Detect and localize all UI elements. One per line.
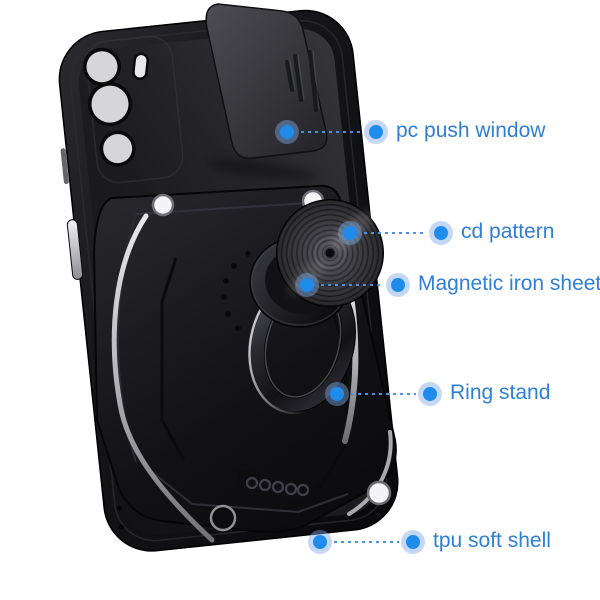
callout-dot-product	[280, 125, 294, 139]
callout-dashed-line	[334, 541, 399, 543]
screw-hole-bottom-left	[209, 504, 237, 532]
armor-facet-hex-right	[318, 299, 350, 489]
callout-dot-label	[423, 387, 437, 401]
callout-dashed-line	[301, 131, 362, 133]
side-edge-groove	[60, 148, 69, 185]
callout-cd-pattern: cd pattern	[343, 220, 555, 245]
panel-body	[205, 3, 328, 159]
callout-dot-label	[391, 278, 405, 292]
callout-dot-product	[313, 535, 327, 549]
flash-cutout	[132, 52, 149, 81]
callout-dot-label	[406, 535, 420, 549]
callout-tpu-soft-shell: tpu soft shell	[313, 529, 551, 554]
armor-facet-bottom	[151, 471, 349, 514]
rivet-dots	[221, 251, 251, 331]
silver-accent-bottom-right	[347, 430, 393, 516]
callout-label: Magnetic iron sheet	[418, 272, 600, 295]
callout-label: tpu soft shell	[433, 529, 551, 552]
side-button-slot	[66, 219, 84, 280]
callout-dashed-line	[364, 232, 427, 234]
callout-dot-product	[343, 226, 357, 240]
callout-magnetic-iron-sheet: Magnetic iron sheet	[300, 272, 600, 297]
port-cutout-1	[116, 505, 122, 511]
panel-grip-highlights	[289, 50, 320, 110]
callout-dot-label	[434, 226, 448, 240]
screw-holes	[151, 189, 392, 532]
camera-lens-3	[103, 134, 133, 164]
disc-center-ring	[314, 237, 346, 269]
callout-label: pc push window	[396, 119, 546, 142]
callout-dot-product	[300, 278, 314, 292]
callout-dot-product	[330, 387, 344, 401]
callout-dashed-line	[351, 393, 416, 395]
slide-cover-panel	[205, 3, 328, 182]
screw-hole-bottom-right	[366, 480, 392, 506]
camera-lens-1	[86, 51, 118, 83]
panel-grip-lines	[285, 50, 318, 112]
grip-texture	[236, 470, 312, 500]
callout-dashed-line	[321, 284, 384, 286]
disc-center	[324, 247, 336, 259]
silver-accent-left	[111, 213, 215, 543]
screw-hole-top-left	[151, 193, 175, 217]
callout-label: Ring stand	[450, 381, 551, 404]
port-cutout-2	[118, 524, 124, 530]
callout-ring-stand: Ring stand	[330, 381, 551, 406]
panel-shadow	[207, 158, 317, 182]
armor-facet-hex-left	[160, 257, 186, 461]
callout-label: cd pattern	[461, 220, 555, 243]
callout-pc-push-window: pc push window	[280, 119, 546, 144]
callout-dot-label	[369, 125, 383, 139]
camera-cutouts	[83, 35, 184, 184]
camera-lens-2	[91, 85, 129, 123]
